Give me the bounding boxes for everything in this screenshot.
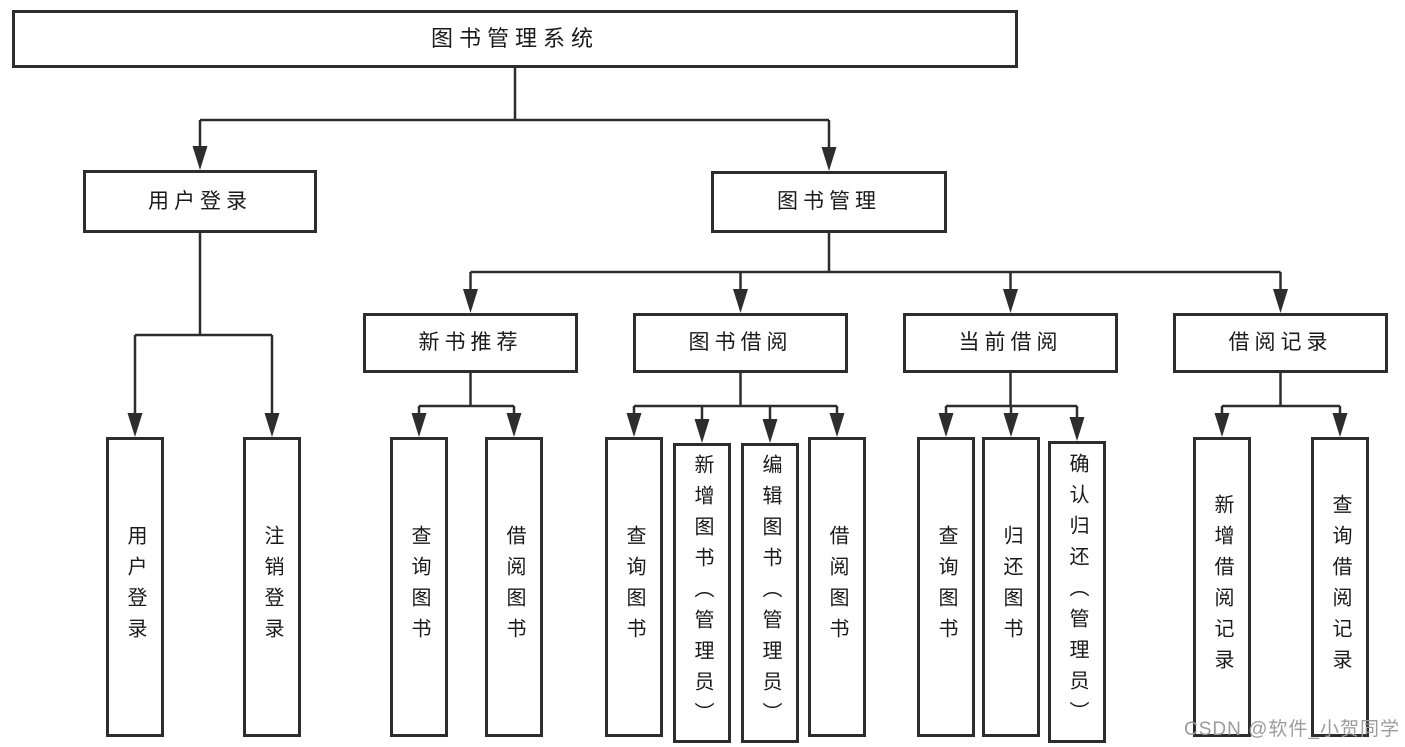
node-label-login-user-login: 用户登录 [124, 525, 146, 649]
node-label-rec-borrow-book: 借阅图书 [503, 525, 525, 649]
node-label-user-login: 用户登录 [148, 189, 252, 213]
connector-arrowhead [1003, 289, 1018, 313]
node-label-book-mgmt: 图书管理 [777, 190, 881, 214]
node-new-book-rec: 新书推荐 [363, 313, 578, 373]
node-label-root: 图书管理系统 [430, 25, 599, 51]
node-login-user-login: 用户登录 [106, 437, 164, 737]
node-label-bb-add-book: 新增图书（管理员） [691, 453, 713, 733]
node-borrow-record: 借阅记录 [1173, 313, 1388, 373]
node-book-borrow: 图书借阅 [633, 313, 848, 373]
watermark: CSDN @软件_小贺同学 [1184, 719, 1400, 740]
connector-arrowhead [192, 146, 208, 170]
connector-arrowhead [506, 413, 522, 437]
connector-arrowhead [1003, 413, 1019, 437]
node-bb-edit-book: 编辑图书（管理员） [741, 443, 799, 743]
node-cb-confirm-return: 确认归还（管理员） [1048, 441, 1106, 743]
connector-arrowhead [1273, 289, 1288, 313]
node-br-add-record: 新增借阅记录 [1193, 437, 1251, 737]
connector-arrowhead [264, 413, 280, 437]
connector-arrowhead [821, 147, 837, 171]
node-book-mgmt: 图书管理 [711, 171, 947, 233]
node-cb-query-book: 查询图书 [917, 437, 975, 737]
node-label-book-borrow: 图书借阅 [688, 331, 793, 355]
node-rec-borrow-book: 借阅图书 [485, 437, 543, 737]
node-cb-return-book: 归还图书 [982, 437, 1040, 737]
connector-arrowhead [938, 413, 954, 437]
node-label-cb-confirm-return: 确认归还（管理员） [1066, 452, 1088, 732]
connector-arrowhead [127, 413, 143, 437]
node-label-br-add-record: 新增借阅记录 [1211, 494, 1233, 680]
node-label-bb-query-book: 查询图书 [623, 525, 645, 649]
connector-arrowhead [1069, 417, 1085, 441]
connector-arrowhead [411, 413, 427, 437]
node-label-rec-query-book: 查询图书 [408, 525, 430, 649]
node-br-query-record: 查询借阅记录 [1311, 437, 1369, 737]
node-label-login-logout: 注销登录 [261, 525, 283, 649]
node-label-br-query-record: 查询借阅记录 [1329, 494, 1351, 680]
node-label-current-borrow: 当前借阅 [958, 331, 1063, 355]
node-rec-query-book: 查询图书 [390, 437, 448, 737]
connector-arrowhead [829, 413, 845, 437]
connector-arrowhead [733, 289, 748, 313]
connector-arrowhead [694, 419, 710, 443]
connector-arrowhead [626, 413, 642, 437]
node-label-borrow-record: 借阅记录 [1228, 331, 1333, 355]
node-label-bb-borrow-book: 借阅图书 [826, 525, 848, 649]
node-root: 图书管理系统 [12, 10, 1018, 68]
node-bb-borrow-book: 借阅图书 [808, 437, 866, 737]
node-bb-query-book: 查询图书 [605, 437, 663, 737]
node-user-login: 用户登录 [83, 170, 317, 233]
node-label-bb-edit-book: 编辑图书（管理员） [759, 453, 781, 733]
connector-arrowhead [463, 289, 478, 313]
connector-arrowhead [762, 419, 778, 443]
node-label-cb-return-book: 归还图书 [1000, 525, 1022, 649]
node-current-borrow: 当前借阅 [903, 313, 1118, 373]
node-label-new-book-rec: 新书推荐 [418, 331, 523, 355]
node-bb-add-book: 新增图书（管理员） [673, 443, 731, 743]
node-label-cb-query-book: 查询图书 [935, 525, 957, 649]
node-login-logout: 注销登录 [243, 437, 301, 737]
connector-arrowhead [1332, 413, 1348, 437]
connector-arrowhead [1214, 413, 1230, 437]
